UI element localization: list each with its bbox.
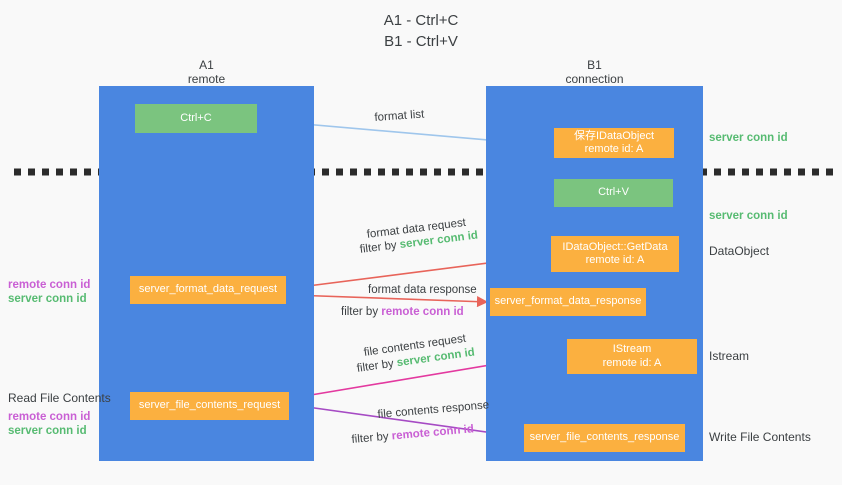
box-ctrl-c[interactable]: Ctrl+C	[135, 104, 257, 133]
right-label-server-conn-id-2: server conn id	[709, 210, 788, 222]
left-label-server-conn-id-2: server conn id	[8, 425, 87, 437]
left-label-remote-conn-id-1: remote conn id	[8, 279, 91, 291]
box-istream-line1: IStream	[612, 343, 652, 355]
column-header-a1: A1 remote	[99, 58, 314, 86]
box-ctrl-v[interactable]: Ctrl+V	[554, 179, 673, 207]
filter-prefix: filter by	[359, 239, 401, 256]
arrow-label-format-data-response-filter: filter by remote conn id	[341, 305, 464, 320]
filter-key-remote-conn-id: remote conn id	[381, 306, 464, 318]
right-label-server-conn-id-1: server conn id	[709, 132, 788, 144]
left-label-remote-conn-id-2: remote conn id	[8, 411, 91, 423]
box-getdata-line2: remote id: A	[585, 254, 645, 266]
arrow-label-format-data-response: format data response	[368, 284, 477, 296]
right-label-istream: Istream	[709, 349, 750, 363]
box-istream-line2: remote id: A	[602, 356, 662, 369]
box-server-format-data-request[interactable]: server_format_data_request	[130, 276, 286, 304]
box-save-idataobject-line1: 保存IDataObject	[573, 129, 655, 142]
title-line-1: A1 - Ctrl+C	[383, 12, 459, 29]
box-save-idataobject-line2: remote id: A	[584, 143, 644, 155]
box-server-format-data-response-label: server_format_data_response	[494, 295, 642, 308]
column-a1-name: A1	[199, 58, 214, 72]
box-server-file-contents-response[interactable]: server_file_contents_response	[524, 424, 685, 452]
box-istream[interactable]: IStream remote id: A	[567, 339, 697, 374]
column-b1-name: B1	[587, 58, 602, 72]
title-line-2: B1 - Ctrl+V	[384, 33, 458, 50]
box-server-file-contents-response-label: server_file_contents_response	[529, 431, 680, 444]
arrow-file-contents-response	[292, 404, 524, 442]
left-label-read-file-contents: Read File Contents	[8, 391, 111, 405]
box-getdata-line1: IDataObject::GetData	[562, 240, 668, 253]
arrow-format-data-response	[291, 294, 489, 308]
column-a1-sub: remote	[187, 72, 226, 86]
box-server-format-data-response[interactable]: server_format_data_response	[490, 288, 646, 316]
right-label-write-file-contents: Write File Contents	[709, 430, 811, 444]
column-header-b1: B1 connection	[486, 58, 703, 86]
box-server-format-data-request-label: server_format_data_request	[138, 283, 278, 296]
box-ctrl-v-label: Ctrl+V	[598, 186, 629, 199]
box-ctrl-c-label: Ctrl+C	[180, 111, 212, 124]
column-b1-sub: connection	[565, 72, 624, 86]
box-idataobject-getdata[interactable]: IDataObject::GetData remote id: A	[551, 236, 679, 272]
filter-prefix: filter by	[341, 306, 382, 318]
right-label-dataobject: DataObject	[709, 244, 770, 258]
box-save-idataobject[interactable]: 保存IDataObject remote id: A	[554, 128, 674, 158]
box-server-file-contents-request-label: server_file_contents_request	[138, 399, 281, 412]
page-title: A1 - Ctrl+C B1 - Ctrl+V	[0, 10, 842, 52]
left-label-server-conn-id-1: server conn id	[8, 293, 87, 305]
filter-prefix: filter by	[351, 430, 393, 446]
box-server-file-contents-request[interactable]: server_file_contents_request	[130, 392, 289, 420]
